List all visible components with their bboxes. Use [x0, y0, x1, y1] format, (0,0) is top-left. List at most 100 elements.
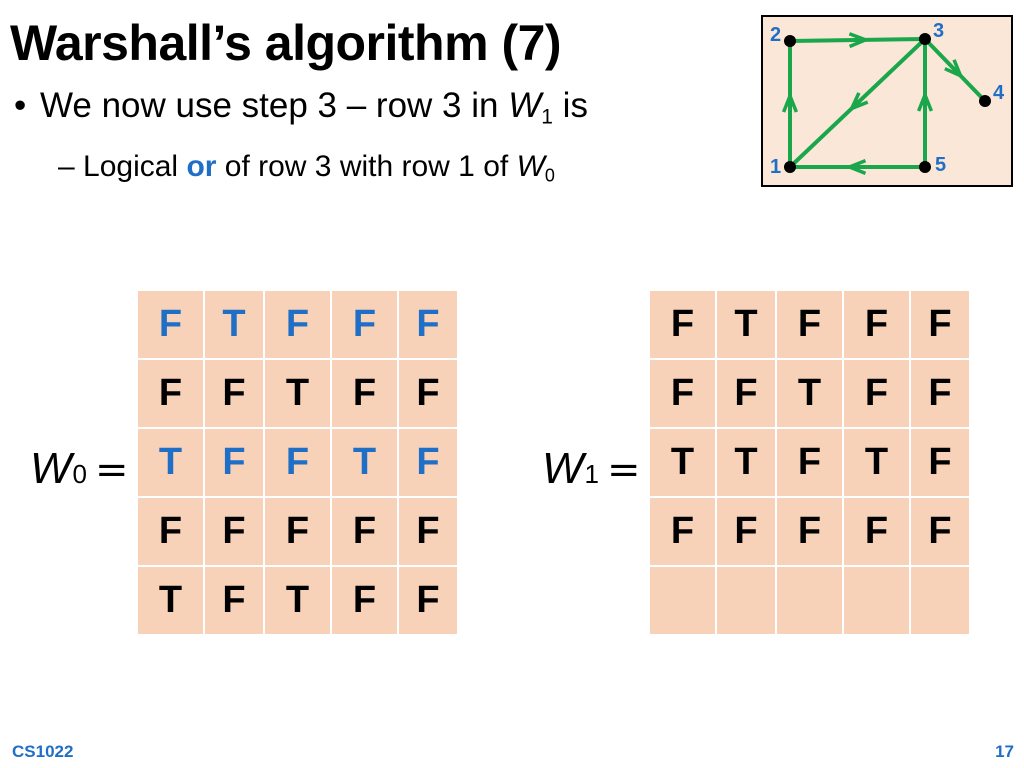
matrix-cell: F	[715, 358, 777, 429]
matrix-cell: F	[648, 358, 717, 429]
graph-arrow-icon	[848, 92, 869, 112]
matrix-cell	[775, 565, 844, 636]
graph-node-2	[784, 35, 796, 47]
graph-arrow-icon	[848, 32, 871, 49]
sub-bullet-middle: of row 3 with row 1 of	[216, 150, 517, 183]
matrix-cell: F	[397, 289, 459, 360]
matrix-cell: T	[330, 427, 399, 498]
matrix-cell: T	[136, 427, 205, 498]
bullet-suffix: is	[552, 86, 588, 125]
graph-node-label: 3	[933, 20, 944, 42]
graph-node-label: 5	[935, 154, 946, 176]
matrix-cell: F	[842, 289, 911, 360]
sub-bullet-point: – Logical or of row 3 with row 1 of W0	[58, 150, 555, 186]
matrix-w0-label: W 0 =	[30, 444, 129, 494]
page-number: 17	[995, 742, 1014, 761]
bullet-sub: 1	[541, 105, 553, 129]
matrix-w0-var: W	[30, 444, 72, 493]
sub-bullet-sub: 0	[544, 165, 555, 186]
bullet-point: • We now use step 3 – row 3 in W1 is	[14, 86, 588, 129]
matrix-w1-label: W 1 =	[542, 444, 641, 494]
matrix-cell: F	[263, 427, 332, 498]
bullet-text: We now use step 3 – row 3 in	[40, 86, 509, 125]
sub-bullet-text: Logical	[83, 150, 187, 183]
graph-edge-2-3	[789, 37, 926, 43]
graph-node-label: 1	[770, 156, 781, 178]
matrix-cell: T	[648, 427, 717, 498]
course-code: CS1022	[12, 742, 74, 761]
matrix-cell: F	[775, 289, 844, 360]
matrix-cell: F	[775, 496, 844, 567]
matrix-cell	[842, 565, 911, 636]
matrix-cell: F	[909, 358, 971, 429]
graph-arrow-icon	[781, 91, 799, 113]
graph-diagram: 1 2 3 4 5	[761, 15, 1013, 187]
matrix-cell: F	[842, 358, 911, 429]
matrix-cell: F	[648, 496, 717, 567]
slide-title: Warshall’s algorithm (7)	[10, 15, 562, 71]
matrix-cell: F	[263, 289, 332, 360]
graph-edge-3-4	[923, 37, 987, 103]
bullet-marker: •	[14, 86, 27, 125]
matrix-cell: F	[397, 358, 459, 429]
matrix-w0-sub: 0	[72, 459, 87, 489]
matrix-cell: F	[136, 496, 205, 567]
graph-canvas: 1 2 3 4 5	[770, 20, 1005, 178]
matrix-cell: T	[715, 289, 777, 360]
matrix-cell: F	[909, 496, 971, 567]
matrix-cell: F	[842, 496, 911, 567]
graph-edge-3-1	[788, 37, 927, 169]
matrix-cell: F	[909, 289, 971, 360]
graph-arrow-icon	[844, 158, 867, 176]
matrix-cell: F	[715, 496, 777, 567]
matrix-cell: F	[330, 496, 399, 567]
matrix-w1-equals: =	[607, 447, 641, 493]
matrix-cell: T	[263, 565, 332, 636]
matrix-cell	[715, 565, 777, 636]
graph-node-1	[784, 161, 796, 173]
graph-node-label: 2	[770, 24, 781, 46]
matrix-cell: T	[842, 427, 911, 498]
or-keyword: or	[186, 150, 217, 183]
matrix-cell: F	[330, 565, 399, 636]
matrix-cell	[909, 565, 971, 636]
matrix-cell: T	[775, 358, 844, 429]
matrix-w1-row	[648, 565, 971, 636]
matrix-w1-var: W	[542, 444, 584, 493]
matrix-cell: T	[263, 358, 332, 429]
sub-bullet-var: W	[516, 150, 545, 183]
matrix-cell: F	[203, 565, 265, 636]
matrix-cell	[648, 565, 717, 636]
matrix-cell: F	[775, 427, 844, 498]
matrix-w0-equals: =	[95, 447, 129, 493]
matrix-cell: F	[136, 289, 205, 360]
matrix-cell: F	[397, 565, 459, 636]
matrix-w1-sub: 1	[584, 459, 599, 489]
matrix-cell: T	[136, 565, 205, 636]
graph-node-4	[979, 95, 991, 107]
bullet-var: W	[508, 86, 542, 125]
matrix-cell: F	[203, 358, 265, 429]
matrix-cell: F	[330, 289, 399, 360]
matrix-cell: F	[203, 427, 265, 498]
graph-node-3	[919, 33, 931, 45]
matrix-cell: F	[330, 358, 399, 429]
matrix-cell: F	[136, 358, 205, 429]
matrix-cell: T	[715, 427, 777, 498]
matrix-cell: F	[397, 427, 459, 498]
matrix-cell: F	[203, 496, 265, 567]
matrix-cell: T	[203, 289, 265, 360]
graph-node-label: 4	[993, 82, 1005, 104]
graph-node-5	[919, 161, 931, 173]
